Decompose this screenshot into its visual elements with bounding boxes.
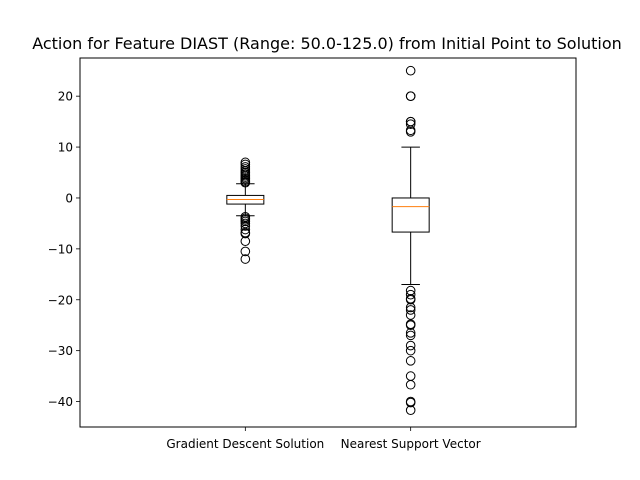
outlier-point	[405, 119, 416, 129]
outlier-point	[240, 224, 251, 235]
outlier-point	[240, 228, 251, 239]
outlier-point	[405, 302, 416, 313]
y-tick-label: −20	[48, 293, 73, 307]
outlier-point	[240, 254, 251, 264]
outlier-point	[405, 310, 416, 320]
outlier-point	[405, 356, 416, 366]
y-tick-label: −10	[48, 242, 73, 256]
outlier-point	[405, 91, 416, 101]
outlier-point	[240, 218, 251, 229]
y-tick-label: 10	[58, 141, 73, 155]
outlier-point	[405, 397, 416, 408]
outlier-point	[405, 289, 416, 300]
outlier-point	[240, 236, 251, 247]
outlier-point	[405, 328, 416, 338]
y-tick-label: 20	[58, 90, 73, 104]
chart-title: Action for Feature DIAST (Range: 50.0-12…	[32, 34, 622, 53]
outlier-point	[405, 345, 416, 356]
outlier-point	[240, 246, 251, 257]
y-tick-label: −30	[48, 344, 73, 358]
outlier-point	[240, 177, 251, 188]
outlier-point	[405, 330, 416, 341]
plot-frame	[79, 57, 577, 428]
outlier-point	[405, 379, 416, 390]
y-tick-label: 0	[65, 191, 73, 205]
y-tick-label: −40	[48, 395, 73, 409]
outlier-point	[240, 221, 251, 231]
outlier-point	[405, 294, 416, 305]
x-tick-label: Gradient Descent Solution	[166, 437, 324, 451]
outlier-point	[405, 371, 416, 381]
x-tick-label: Nearest Support Vector	[341, 437, 481, 451]
outlier-point	[405, 340, 416, 351]
outlier-point	[405, 405, 416, 416]
outlier-point	[405, 305, 416, 315]
outlier-point	[405, 65, 416, 76]
outlier-point	[405, 320, 416, 331]
outlier-point	[405, 127, 416, 137]
box-iqr	[391, 197, 430, 233]
